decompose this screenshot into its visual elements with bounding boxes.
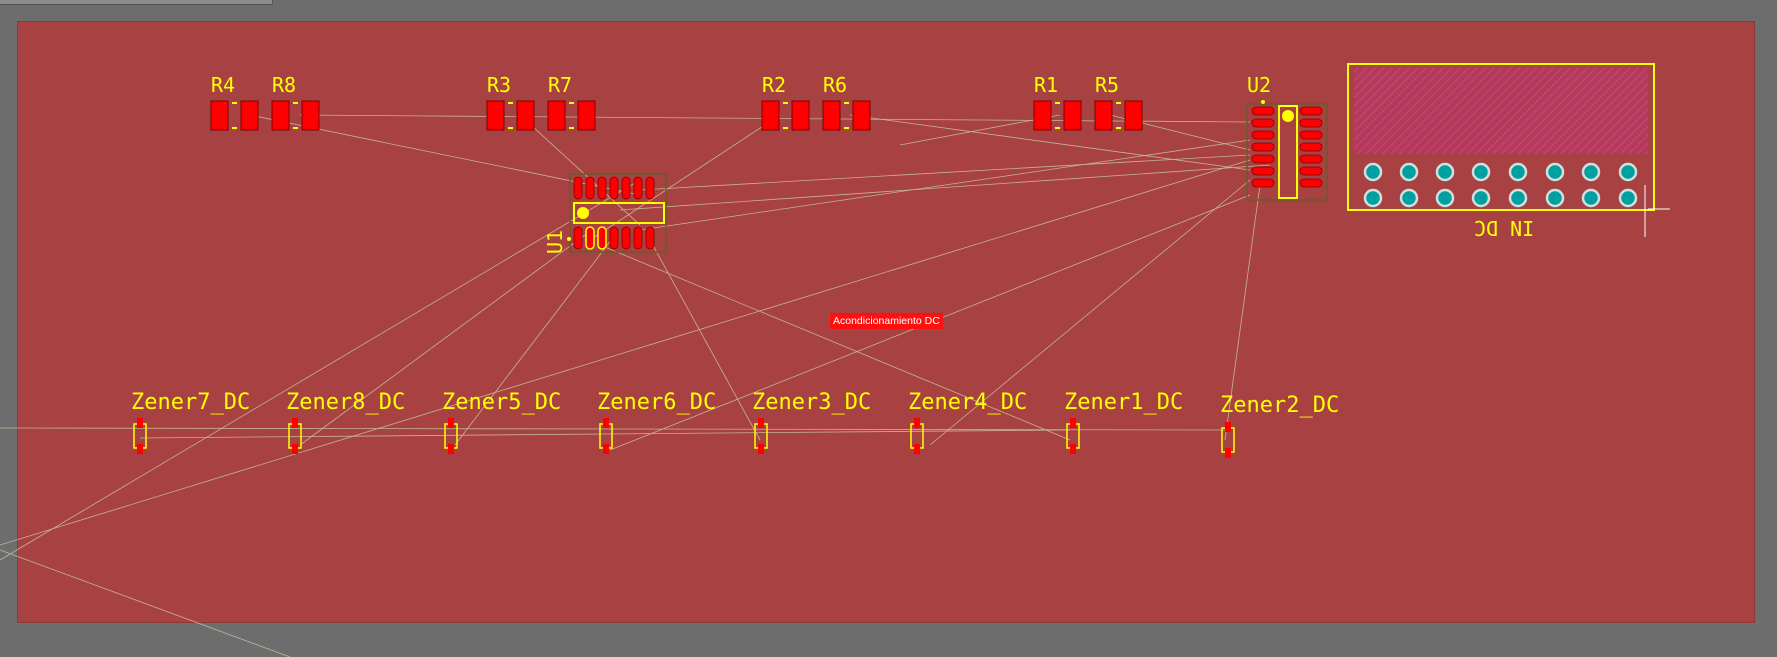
resistor-r1[interactable]: R1 (1033, 73, 1082, 131)
connector-in-dc[interactable]: IN DC (1347, 63, 1670, 240)
zener-2[interactable]: Zener2_DC (1220, 393, 1339, 458)
zener-8[interactable]: Zener8_DC (286, 390, 405, 454)
zener-5[interactable]: Zener5_DC (442, 390, 561, 454)
zener-label: Zener4_DC (908, 390, 1027, 415)
resistor-label: R6 (823, 73, 847, 97)
resistor-label: R5 (1095, 73, 1119, 97)
zener-label: Zener5_DC (442, 390, 561, 415)
zener-label: Zener6_DC (597, 390, 716, 415)
ic-u2[interactable]: U2 (1246, 73, 1328, 201)
zener-label: Zener2_DC (1220, 393, 1339, 418)
resistor-label: R8 (272, 73, 296, 97)
net-label[interactable]: Acondicionamiento DC (830, 313, 943, 329)
zener-label: Zener8_DC (286, 390, 405, 415)
zener-6[interactable]: Zener6_DC (597, 390, 716, 454)
resistor-r7[interactable]: R7 (547, 73, 596, 131)
resistor-label: R2 (762, 73, 786, 97)
resistor-r6[interactable]: R6 (822, 73, 871, 131)
resistor-label: R3 (487, 73, 511, 97)
zener-3[interactable]: Zener3_DC (752, 390, 871, 454)
resistor-r4[interactable]: R4 (210, 73, 259, 131)
resistor-label: R1 (1034, 73, 1058, 97)
zener-label: Zener1_DC (1064, 390, 1183, 415)
resistor-label: R7 (548, 73, 572, 97)
window-top-bar (0, 0, 273, 5)
connector-label: IN DC (1474, 216, 1534, 240)
resistor-r2[interactable]: R2 (761, 73, 810, 131)
ic-u1[interactable]: U1 (543, 173, 667, 254)
ic-label: U2 (1247, 73, 1271, 97)
resistor-r8[interactable]: R8 (271, 73, 320, 131)
zener-label: Zener3_DC (752, 390, 871, 415)
resistor-r3[interactable]: R3 (486, 73, 535, 131)
zener-7[interactable]: Zener7_DC (131, 390, 250, 454)
zener-4[interactable]: Zener4_DC (908, 390, 1027, 454)
zener-label: Zener7_DC (131, 390, 250, 415)
ic-label: U1 (543, 230, 567, 254)
zener-1[interactable]: Zener1_DC (1064, 390, 1183, 454)
resistor-r5[interactable]: R5 (1094, 73, 1143, 131)
resistor-label: R4 (211, 73, 235, 97)
